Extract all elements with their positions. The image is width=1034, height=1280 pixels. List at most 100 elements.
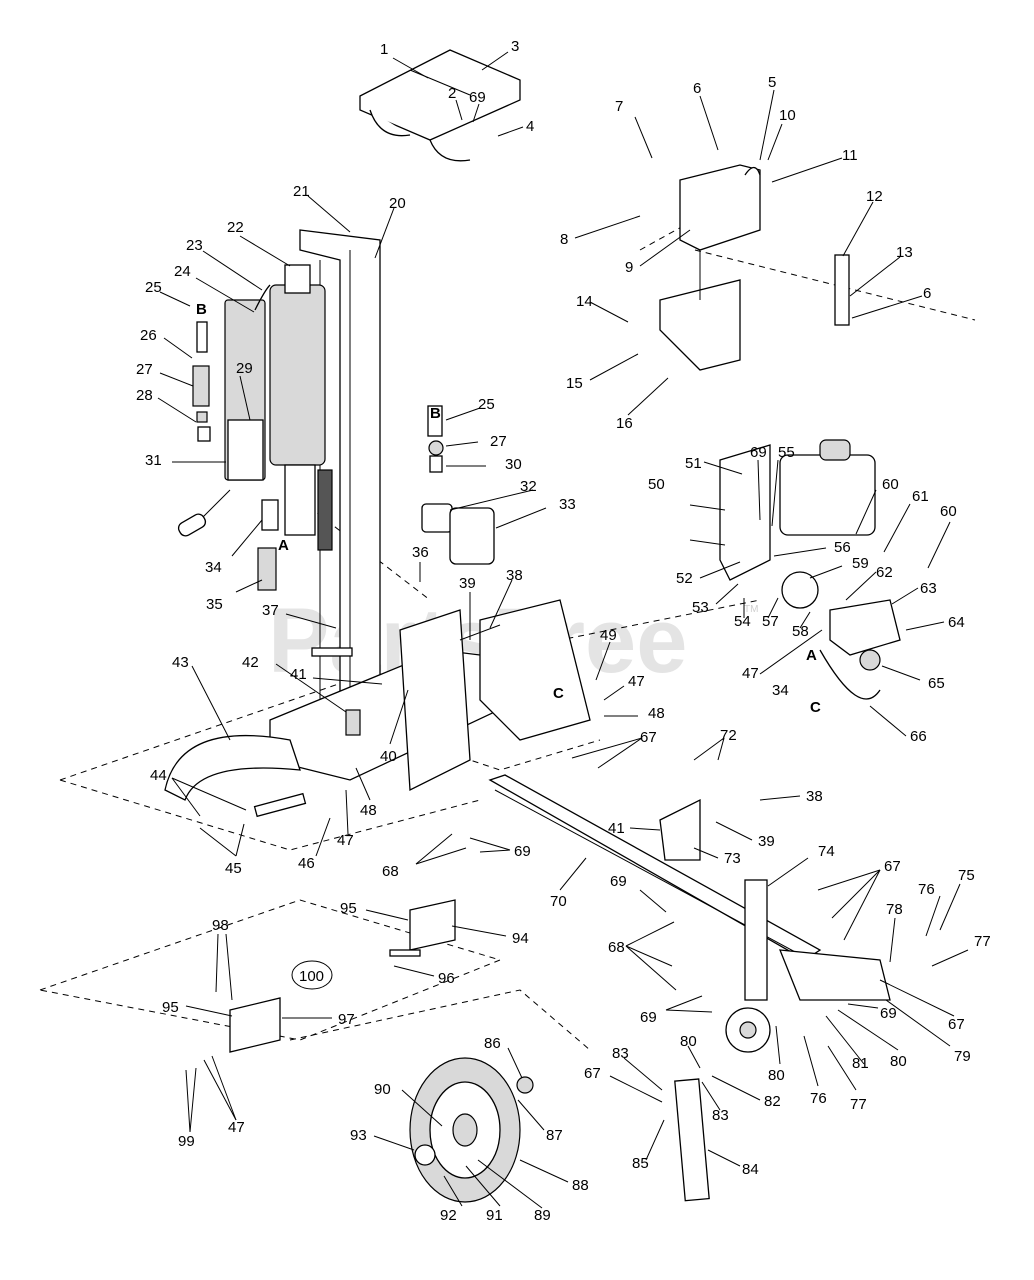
part-label: 40: [380, 748, 397, 765]
wheel: [409, 1057, 534, 1203]
part-label: 45: [225, 860, 242, 877]
part-label: 16: [616, 415, 633, 432]
part-label: 33: [559, 496, 576, 513]
part-label: 31: [145, 452, 162, 469]
part-label: 69: [469, 89, 486, 106]
part-label: 55: [778, 444, 795, 461]
part-label: 48: [648, 705, 665, 722]
part-label: 69: [750, 444, 767, 461]
part-label: 59: [852, 555, 869, 572]
part-label: 26: [140, 327, 157, 344]
control-valve: [177, 284, 271, 537]
part-label: 34: [205, 559, 222, 576]
engine-assembly: [689, 439, 901, 700]
part-label: 67: [640, 729, 657, 746]
part-label: 30: [505, 456, 522, 473]
part-label: 57: [762, 613, 779, 630]
part-label: 80: [768, 1067, 785, 1084]
part-label: 11: [842, 147, 858, 164]
part-label: 69: [610, 873, 627, 890]
part-label: 81: [852, 1055, 869, 1072]
part-label: 14: [576, 293, 593, 310]
part-label: 43: [172, 654, 189, 671]
part-label: 35: [206, 596, 223, 613]
part-label: 66: [910, 728, 927, 745]
part-label: 25: [145, 279, 162, 296]
part-label: 64: [948, 614, 965, 631]
callout-number: 100: [299, 968, 324, 985]
part-label: 62: [876, 564, 893, 581]
part-label: 42: [242, 654, 259, 671]
part-label: 92: [440, 1207, 457, 1224]
part-label: 15: [566, 375, 583, 392]
part-label: 47: [742, 665, 759, 682]
part-label: 61: [912, 488, 929, 505]
connection-letter: B: [430, 405, 441, 422]
part-label: 99: [178, 1133, 195, 1150]
part-label: 4: [526, 118, 534, 135]
part-label: 69: [514, 843, 531, 860]
part-label: 67: [884, 858, 901, 875]
part-label: 80: [680, 1033, 697, 1050]
part-label: 34: [772, 682, 789, 699]
part-label: 7: [615, 98, 623, 115]
part-label: 5: [768, 74, 776, 91]
part-label: 49: [600, 627, 617, 644]
part-label: 20: [389, 195, 406, 212]
tow-tongue: [488, 774, 891, 1202]
part-label: 29: [236, 360, 253, 377]
part-label: 38: [506, 567, 523, 584]
part-label: 90: [374, 1081, 391, 1098]
part-label: 68: [608, 939, 625, 956]
part-label: 79: [954, 1048, 971, 1065]
part-label: 32: [520, 478, 537, 495]
connection-letter: A: [806, 647, 817, 664]
part-label: 41: [290, 666, 307, 683]
part-label: 53: [692, 599, 709, 616]
part-label: 47: [628, 673, 645, 690]
part-label: 6: [923, 285, 931, 302]
part-label: 96: [438, 970, 455, 987]
part-labels: 1 3 2 69 4 6 5 10 7 11 8 9 12 13 6 14 15…: [136, 38, 991, 1224]
part-label: 23: [186, 237, 203, 254]
part-label: 87: [546, 1127, 563, 1144]
part-label: 12: [866, 188, 883, 205]
part-label: 54: [734, 613, 751, 630]
part-label: 74: [818, 843, 835, 860]
part-label: 10: [779, 107, 796, 124]
part-label: 36: [412, 544, 429, 561]
cover-boxes: [229, 899, 456, 1053]
handle-bracket-assembly: [359, 49, 521, 162]
main-base-frame: [269, 599, 591, 792]
leader-lines: [157, 51, 969, 1209]
part-label: 37: [262, 602, 279, 619]
part-label: 72: [720, 727, 737, 744]
callout-100: 100: [291, 960, 333, 990]
part-label: 73: [724, 850, 741, 867]
part-label: 6: [693, 80, 701, 97]
part-label: 22: [227, 219, 244, 236]
part-label: 52: [676, 570, 693, 587]
part-label: 83: [712, 1107, 729, 1124]
part-label: 78: [886, 901, 903, 918]
part-label: 44: [150, 767, 167, 784]
part-label: 95: [340, 900, 357, 917]
part-label: 60: [940, 503, 957, 520]
part-label: 85: [632, 1155, 649, 1172]
part-label: 9: [625, 259, 633, 276]
part-label: 69: [880, 1005, 897, 1022]
connection-letter: B: [196, 301, 207, 318]
part-label: 88: [572, 1177, 589, 1194]
part-label: 28: [136, 387, 153, 404]
part-label: 83: [612, 1045, 629, 1062]
part-label: 25: [478, 396, 495, 413]
part-label: 3: [511, 38, 519, 55]
part-label: 86: [484, 1035, 501, 1052]
part-label: 80: [890, 1053, 907, 1070]
part-label: 56: [834, 539, 851, 556]
connection-letter: A: [278, 537, 289, 554]
part-label: 50: [648, 476, 665, 493]
connection-letter: C: [553, 685, 564, 702]
part-label: 41: [608, 820, 625, 837]
